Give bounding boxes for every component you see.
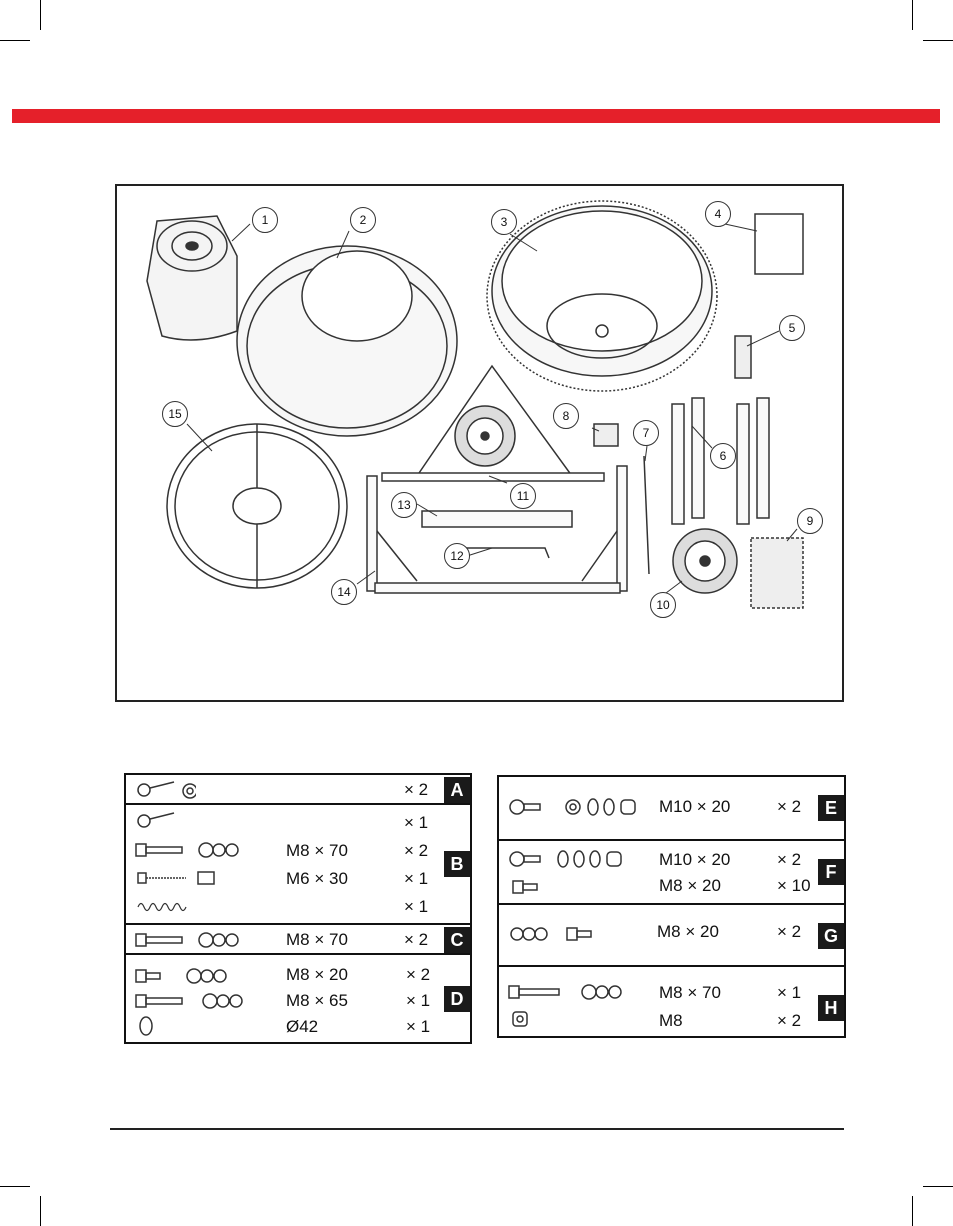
callout-13: 13 — [391, 492, 417, 518]
callout-3: 3 — [491, 209, 517, 235]
spec: M8 × 20 — [286, 963, 348, 987]
tilting-arm — [422, 511, 572, 527]
hardware-group-e: M10 × 20 × 2 E — [499, 777, 844, 841]
group-letter-a: A — [444, 777, 470, 803]
spec: M8 × 20 — [657, 920, 719, 944]
qty: × 1 — [404, 811, 428, 835]
qty: × 2 — [777, 920, 801, 944]
hardware-group-f: M10 × 20 × 2 M8 × 20 × 10 F — [499, 841, 844, 905]
callout-2: 2 — [350, 207, 376, 233]
group-letter-h: H — [818, 995, 844, 1021]
qty: × 2 — [777, 795, 801, 819]
crop-mark — [912, 0, 913, 30]
nut-icon — [511, 1010, 531, 1028]
hardware-group-b: × 1 M8 × 70 × 2 M6 × 30 × 1 × 1 B — [126, 805, 470, 925]
hardware-bag — [751, 538, 803, 608]
spec: M8 × 70 — [659, 981, 721, 1005]
qty: × 1 — [406, 989, 430, 1013]
header-color-bar — [12, 109, 940, 123]
spec: M8 × 20 — [659, 874, 721, 898]
qty: × 2 — [404, 928, 428, 952]
group-letter-c: C — [444, 927, 470, 953]
parts-illustration — [117, 186, 842, 700]
wheel — [673, 529, 737, 593]
hardware-group-a: × 2 A — [126, 775, 470, 805]
manual-booklet — [755, 214, 803, 274]
qty: × 2 — [406, 963, 430, 987]
group-letter-f: F — [818, 859, 844, 885]
clamp — [594, 424, 618, 446]
group-letter-b: B — [444, 851, 470, 877]
bolt-washer-nut-icon — [134, 931, 244, 949]
callout-1: 1 — [252, 207, 278, 233]
callout-9: 9 — [797, 508, 823, 534]
group-letter-g: G — [818, 923, 844, 949]
bolt-washer-nut-icon — [134, 992, 244, 1010]
short-bolt-washer-nut-icon — [134, 967, 234, 985]
screw-nut-icon — [136, 869, 226, 887]
hardware-group-h: M8 × 70 × 1 M8 × 2 H — [499, 967, 844, 1036]
bracket — [735, 336, 751, 378]
callout-8: 8 — [553, 403, 579, 429]
qty: × 1 — [404, 867, 428, 891]
screw-washer-nut-icon — [509, 849, 639, 869]
crop-mark — [40, 1196, 41, 1226]
spec: M10 × 20 — [659, 795, 730, 819]
hardware-table-left: × 2 A × 1 M8 × 70 × 2 M6 × 30 × 1 × 1 B … — [124, 773, 472, 1044]
drum-bottom — [487, 201, 717, 391]
axle-rod — [644, 456, 649, 574]
bolt-washer-nut-icon — [507, 983, 627, 1001]
screw-washer-nut-icon — [509, 797, 639, 817]
spec: M8 × 70 — [286, 839, 348, 863]
qty: × 10 — [777, 874, 811, 898]
group-letter-d: D — [444, 986, 470, 1012]
spec: M6 × 30 — [286, 867, 348, 891]
spec: M8 × 70 — [286, 928, 348, 952]
crop-mark — [923, 1186, 953, 1187]
ring-icon — [136, 1015, 156, 1037]
parts-diagram: 1 2 3 4 5 6 7 8 9 10 11 12 13 14 15 — [115, 184, 844, 702]
tilting-ring — [167, 424, 347, 588]
callout-15: 15 — [162, 401, 188, 427]
motor-housing — [147, 216, 237, 340]
handle-pin-icon — [136, 780, 196, 800]
spec: M10 × 20 — [659, 848, 730, 872]
callout-5: 5 — [779, 315, 805, 341]
crop-mark — [40, 0, 41, 30]
crop-mark — [923, 40, 953, 41]
spec: M8 — [659, 1009, 683, 1033]
callout-10: 10 — [650, 592, 676, 618]
hardware-group-d: M8 × 20 × 2 M8 × 65 × 1 Ø42 × 1 D — [126, 955, 470, 1042]
callout-12: 12 — [444, 543, 470, 569]
footer-rule — [110, 1128, 844, 1130]
qty: × 2 — [777, 1009, 801, 1033]
qty: × 2 — [777, 848, 801, 872]
qty: × 1 — [404, 895, 428, 919]
qty: × 1 — [777, 981, 801, 1005]
crop-mark — [0, 1186, 30, 1187]
callout-11: 11 — [510, 483, 536, 509]
crop-mark — [0, 40, 30, 41]
hardware-group-g: M8 × 20 × 2 G — [499, 905, 844, 967]
callout-7: 7 — [633, 420, 659, 446]
spring-icon — [136, 899, 192, 915]
spec: Ø42 — [286, 1015, 318, 1039]
drum-top — [237, 246, 457, 436]
callout-14: 14 — [331, 579, 357, 605]
qty: × 2 — [404, 839, 428, 863]
washer-bolt-icon — [509, 925, 599, 943]
qty: × 2 — [404, 778, 428, 802]
group-letter-e: E — [818, 795, 844, 821]
short-bolt-icon — [511, 879, 541, 895]
callout-4: 4 — [705, 201, 731, 227]
bolt-washer-nut-icon — [134, 841, 244, 859]
callout-6: 6 — [710, 443, 736, 469]
crop-mark — [912, 1196, 913, 1226]
hardware-group-c: M8 × 70 × 2 C — [126, 925, 470, 955]
hardware-table-right: M10 × 20 × 2 E M10 × 20 × 2 M8 × 20 × 10… — [497, 775, 846, 1038]
base-frame — [367, 466, 627, 593]
qty: × 1 — [406, 1015, 430, 1039]
handle-pin-icon — [136, 811, 176, 831]
spec: M8 × 65 — [286, 989, 348, 1013]
